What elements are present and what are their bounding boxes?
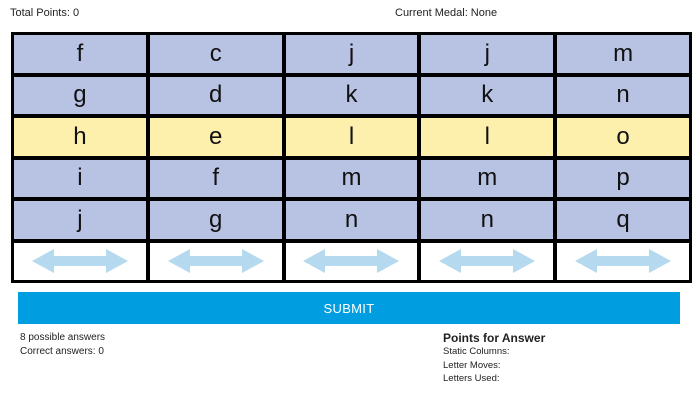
submit-button[interactable]: SUBMIT bbox=[18, 292, 680, 324]
letter-grid: f c j j m g d k k n h e l l o i f m m p … bbox=[11, 32, 692, 283]
letter-cell: c bbox=[149, 35, 282, 73]
column-4-drag-handle[interactable] bbox=[421, 242, 554, 280]
letter-cell: n bbox=[421, 201, 554, 239]
letters-used-label: Letters Used: bbox=[443, 373, 500, 384]
letter-cell: q bbox=[557, 201, 689, 239]
letter-cell: f bbox=[149, 159, 282, 197]
double-arrow-horizontal-icon bbox=[439, 249, 536, 274]
letter-cell: i bbox=[14, 159, 146, 197]
double-arrow-horizontal-icon bbox=[303, 249, 400, 274]
letter-cell: m bbox=[285, 159, 418, 197]
total-points: Total Points: 0 bbox=[10, 7, 80, 19]
double-arrow-horizontal-icon bbox=[31, 249, 128, 274]
letter-cell: f bbox=[14, 35, 146, 73]
letter-cell: j bbox=[421, 35, 554, 73]
letter-cell: j bbox=[285, 35, 418, 73]
current-medal: Current Medal: None bbox=[395, 7, 498, 19]
answer-letter-cell: o bbox=[557, 118, 689, 156]
letter-cell: g bbox=[149, 201, 282, 239]
double-arrow-horizontal-icon bbox=[167, 249, 264, 274]
letter-cell: k bbox=[285, 76, 418, 114]
possible-answers: 8 possible answers bbox=[20, 332, 106, 343]
letter-cell: d bbox=[149, 76, 282, 114]
letter-cell: n bbox=[285, 201, 418, 239]
letter-cell: j bbox=[14, 201, 146, 239]
answer-letter-cell: l bbox=[285, 118, 418, 156]
letter-cell: p bbox=[557, 159, 689, 197]
column-5-drag-handle[interactable] bbox=[557, 242, 689, 280]
column-3-drag-handle[interactable] bbox=[285, 242, 418, 280]
answer-letter-cell: l bbox=[421, 118, 554, 156]
letter-cell: n bbox=[557, 76, 689, 114]
column-1-drag-handle[interactable] bbox=[14, 242, 146, 280]
letter-moves-label: Letter Moves: bbox=[443, 360, 501, 371]
correct-answers: Correct answers: 0 bbox=[20, 346, 104, 357]
letter-cell: g bbox=[14, 76, 146, 114]
letter-cell: m bbox=[557, 35, 689, 73]
static-columns-label: Static Columns: bbox=[443, 346, 510, 357]
double-arrow-horizontal-icon bbox=[575, 249, 672, 274]
column-2-drag-handle[interactable] bbox=[149, 242, 282, 280]
points-for-answer-title: Points for Answer bbox=[443, 331, 546, 345]
letter-cell: k bbox=[421, 76, 554, 114]
letter-cell: m bbox=[421, 159, 554, 197]
answer-letter-cell: e bbox=[149, 118, 282, 156]
answer-letter-cell: h bbox=[14, 118, 146, 156]
